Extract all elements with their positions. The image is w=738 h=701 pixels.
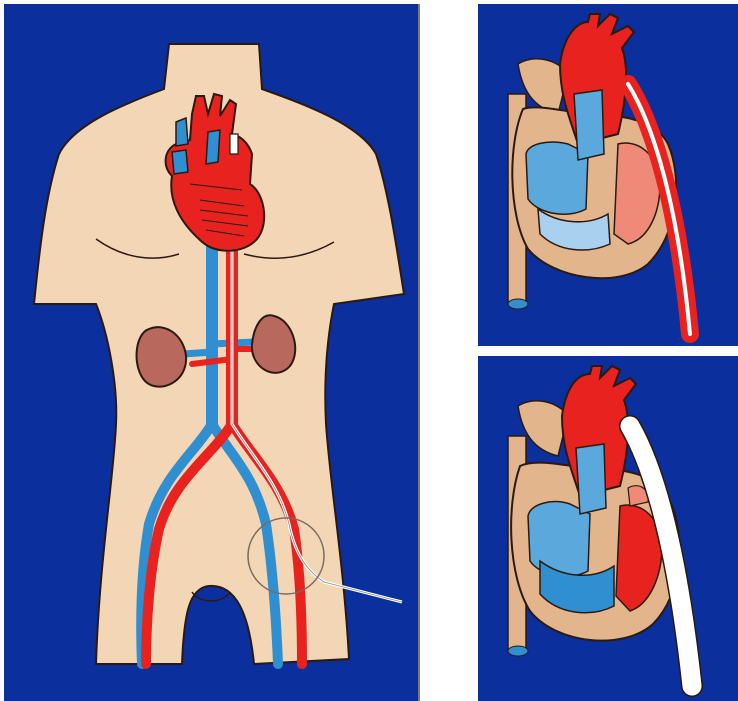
body-svg	[4, 4, 418, 701]
heart-upper-svg	[478, 4, 738, 346]
body-illustration-panel	[4, 4, 420, 701]
heart-lower-svg	[478, 356, 738, 701]
heart-panel-upper	[478, 4, 738, 346]
heart-panel-lower	[478, 356, 738, 701]
